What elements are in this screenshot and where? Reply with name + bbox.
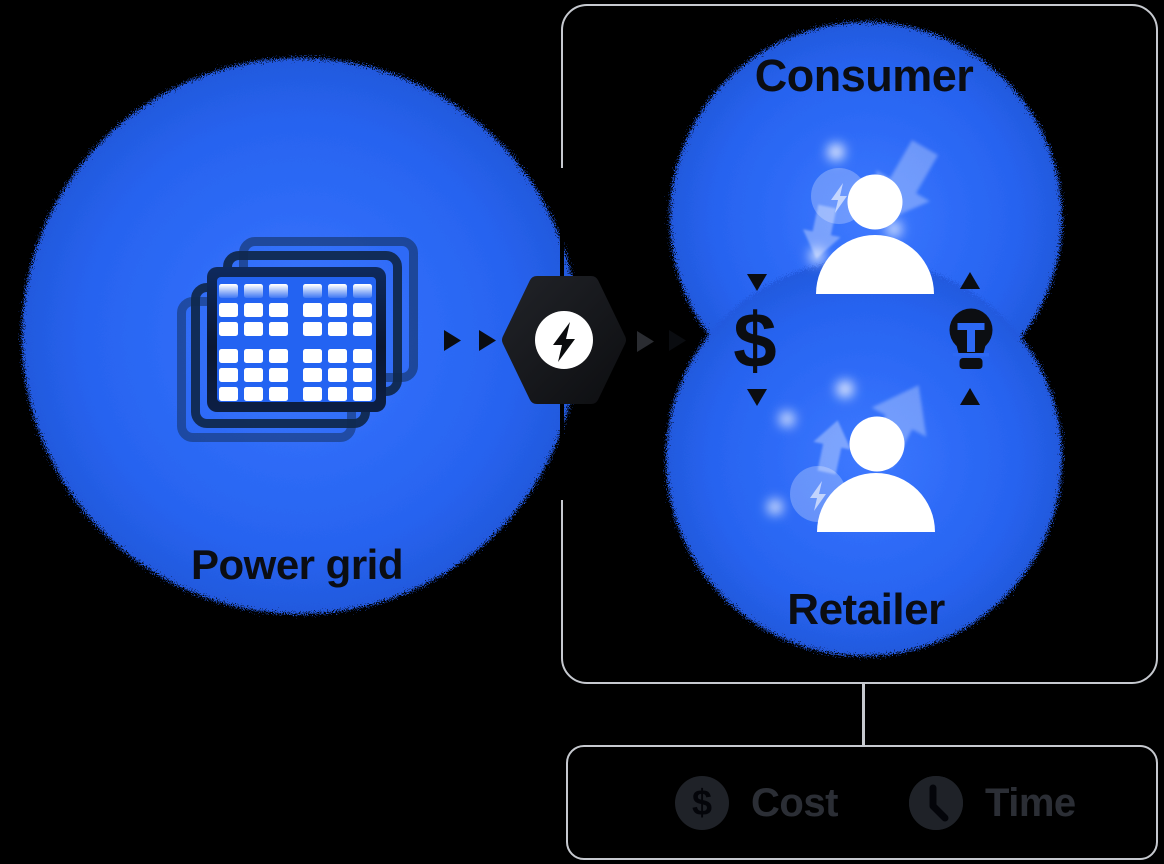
- dollar-circle-icon: $: [675, 776, 729, 830]
- solar-cell: [244, 368, 263, 382]
- power-grid-label: Power grid: [190, 541, 404, 588]
- person-body: [817, 473, 935, 532]
- solar-cell: [303, 387, 322, 401]
- lightning-bolt-icon: [553, 322, 575, 362]
- retailer-person-icon: [768, 370, 947, 532]
- solar-cell: [328, 284, 347, 298]
- legend-label-time: Time: [985, 780, 1076, 825]
- sparkle-glow: [768, 381, 853, 514]
- solar-cell: [269, 284, 288, 298]
- solar-cell: [353, 322, 372, 336]
- solar-cell: [328, 349, 347, 363]
- solar-cell: [219, 284, 238, 298]
- solar-cell: [303, 349, 322, 363]
- solar-cell: [303, 368, 322, 382]
- person-body: [816, 235, 934, 294]
- solar-cell: [219, 368, 238, 382]
- solar-cell: [353, 368, 372, 382]
- clock-icon: [909, 776, 963, 830]
- legend-connector-line: [862, 683, 865, 746]
- solar-cell: [303, 284, 322, 298]
- solar-cell: [244, 322, 263, 336]
- solar-cell: [269, 387, 288, 401]
- lightbulb-icon: [949, 308, 993, 369]
- solar-cell: [219, 303, 238, 317]
- solar-cell: [244, 284, 263, 298]
- solar-panel-face: [217, 277, 376, 402]
- solar-cell: [303, 322, 322, 336]
- solar-cell: [269, 368, 288, 382]
- solar-cell: [269, 322, 288, 336]
- solar-cell: [303, 303, 322, 317]
- legend-item-time: Time: [909, 776, 1076, 830]
- legend-item-cost: $ Cost: [675, 776, 838, 830]
- solar-cell: [244, 349, 263, 363]
- consumer-label: Consumer: [754, 50, 974, 101]
- solar-cell: [244, 303, 263, 317]
- person-head: [849, 416, 905, 472]
- solar-cell: [269, 349, 288, 363]
- solar-cell: [328, 387, 347, 401]
- solar-cell: [269, 303, 288, 317]
- solar-cell: [328, 303, 347, 317]
- solar-cell: [353, 284, 372, 298]
- sparkle-glow: [810, 144, 901, 263]
- solar-cell: [328, 368, 347, 382]
- solar-cell: [353, 349, 372, 363]
- solar-cell: [219, 349, 238, 363]
- solar-cell: [244, 387, 263, 401]
- solar-cell: [353, 303, 372, 317]
- energy-hexagon-icon: [502, 276, 626, 404]
- solar-cell: [219, 387, 238, 401]
- consumer-person-icon: [797, 132, 952, 294]
- retailer-label: Retailer: [787, 585, 945, 634]
- solar-cell: [353, 387, 372, 401]
- legend-panel: [566, 745, 1158, 860]
- price-symbol: $: [733, 296, 777, 384]
- legend-label-cost: Cost: [751, 780, 838, 825]
- solar-cell: [219, 322, 238, 336]
- solar-panel-cells: [219, 284, 373, 402]
- person-head: [847, 174, 903, 230]
- solar-cell: [328, 322, 347, 336]
